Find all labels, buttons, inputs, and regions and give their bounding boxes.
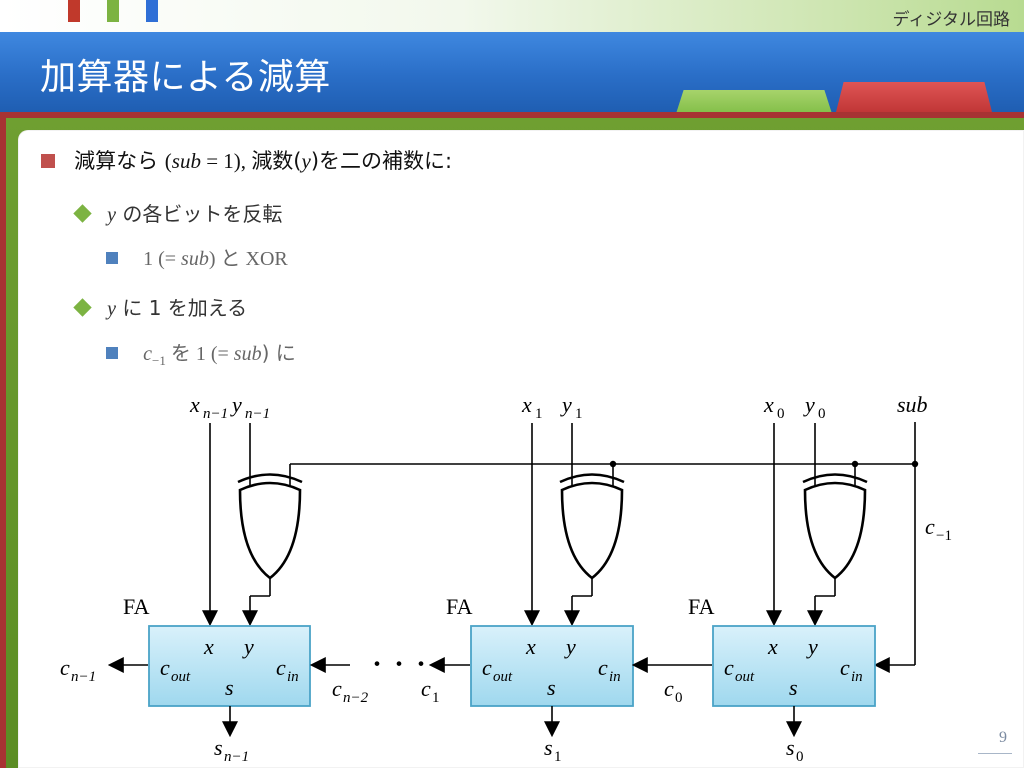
header-strip: ディジタル回路 [0,0,1024,32]
xor-gate-icon [238,481,302,580]
fa-cout-label: c [482,655,492,680]
fa-cin-subscript: in [609,669,621,685]
x0-subscript: 0 [777,406,785,422]
bullet-text-1: 減算なら (sub = 1), 減数(y)を二の補数に: [74,149,453,173]
fa-x-label: x [767,634,778,659]
c-minus-1-subscript: −1 [936,528,952,544]
blue-mark [146,0,158,22]
fa-cin-label: c [276,655,286,680]
x-n-1-label: x [189,392,200,417]
bullet-level-2b: y に 1 を加える [73,297,247,320]
c-n-1-subscript: n−1 [71,669,96,685]
fa-s-label: s [547,675,556,700]
bullet-level-1: 減算なら (sub = 1), 減数(y)を二の補数に: [41,149,453,173]
s0-label: s [786,735,795,760]
full-adder-block [712,625,876,707]
ellipsis: ・・・ [366,653,432,678]
fa-cin-subscript: in [851,669,863,685]
s-n-1-label: s [214,735,223,760]
y-n-1-subscript: n−1 [245,406,270,422]
fa-x-label: x [203,634,214,659]
bullet-level-3b: c−1 を 1 (= sub) に [106,342,296,368]
fa-label: FA [446,594,473,619]
xor-gate-curve [237,473,303,484]
c-n-2-subscript: n−2 [343,690,369,706]
fa-cout-label: c [724,655,734,680]
x1-label: x [521,392,532,417]
c0-subscript: 0 [675,690,683,706]
blue-square-bullet-icon [106,251,118,264]
fa-label: FA [688,594,715,619]
c0-label: c [664,676,674,701]
y1-subscript: 1 [575,406,583,422]
red-mark [68,0,80,22]
x0-label: x [763,392,774,417]
fa-y-label: y [242,634,254,659]
red-square-bullet-icon [41,153,55,168]
fa-y-label: y [806,634,818,659]
fa-label: FA [123,594,150,619]
s1-label: s [544,735,553,760]
fa-cout-label: c [160,655,170,680]
s0-subscript: 0 [796,749,804,765]
xor-gate-curve [802,473,868,484]
c1-label: c [421,676,431,701]
c-n-2-label: c [332,676,342,701]
y-n-1-label: y [230,392,242,417]
y1-label: y [560,392,572,417]
sub-label: sub [897,392,928,417]
fa-cin-subscript: in [287,669,299,685]
fa-y-label: y [564,634,576,659]
junction-dot [911,460,919,468]
page-number: 9 [999,729,1007,746]
green-mark [107,0,119,22]
page-title: 加算器による減算 [40,57,331,98]
page-number-underline [978,753,1012,754]
x-n-1-subscript: n−1 [203,406,228,422]
c1-subscript: 1 [432,690,440,706]
xor-gate-icon [560,481,624,580]
c-n-1-label: c [60,655,70,680]
y0-label: y [803,392,815,417]
s1-subscript: 1 [554,749,562,765]
full-adder-block [148,625,311,707]
x1-subscript: 1 [535,406,543,422]
fa-cout-subscript: out [735,669,755,685]
fa-s-label: s [225,675,234,700]
bullet-level-3a: 1 (= sub) と XOR [106,248,288,270]
bullet-level-2a: y の各ビットを反転 [73,203,282,226]
fa-cin-label: c [598,655,608,680]
blue-square-bullet-icon [106,346,118,359]
xor-gate-icon [803,481,867,580]
fa-cout-subscript: out [493,669,513,685]
fa-s-label: s [789,675,798,700]
s-n-1-subscript: n−1 [224,749,249,765]
course-title: ディジタル回路 [892,10,1010,30]
c-minus-1-label: c [925,514,935,539]
xor-gate-curve [559,473,625,484]
y0-subscript: 0 [818,406,826,422]
fa-cout-subscript: out [171,669,191,685]
fa-x-label: x [525,634,536,659]
fa-cin-label: c [840,655,850,680]
